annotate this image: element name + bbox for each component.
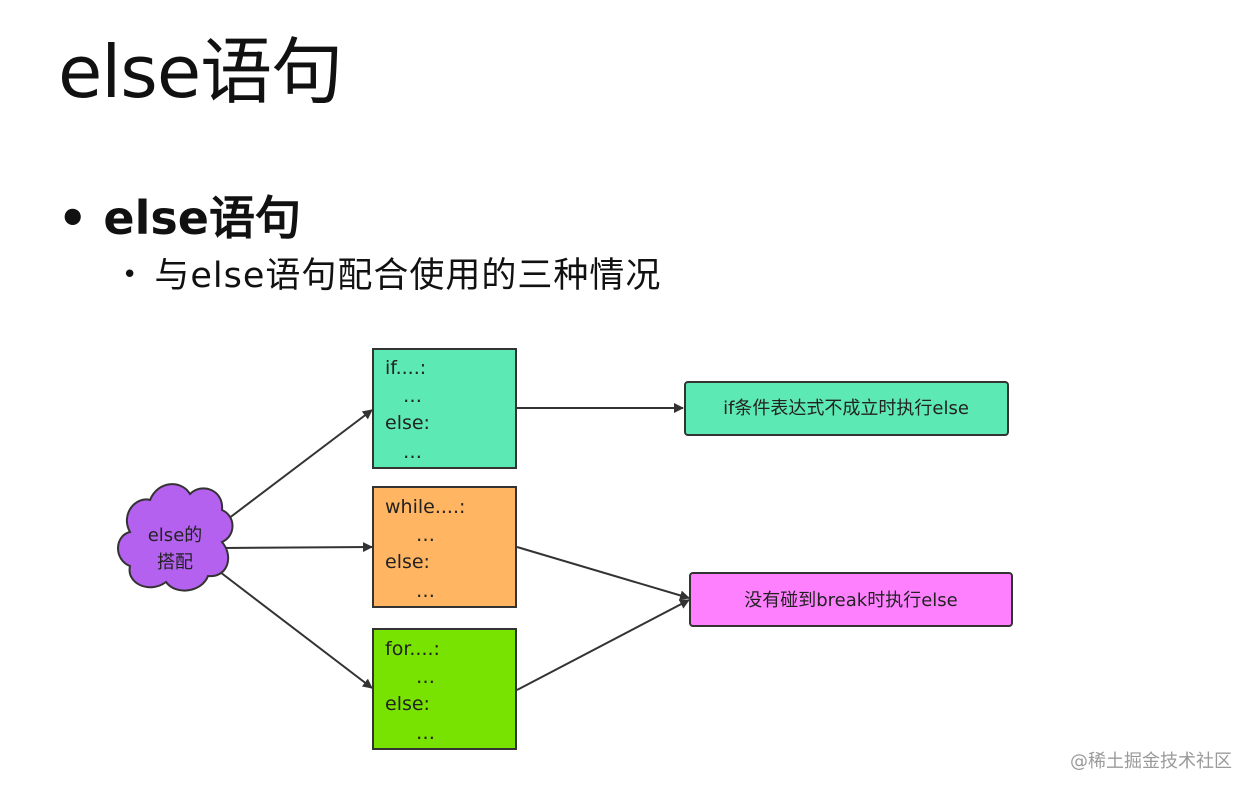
arrow-to-while-box xyxy=(221,542,373,553)
arrow-to-if-box xyxy=(219,409,373,526)
while-box-line-4: … xyxy=(416,580,435,602)
while-box-line-3: else: xyxy=(385,551,430,573)
arrow-while-to-result xyxy=(516,546,690,601)
for-box-line-3: else: xyxy=(385,693,430,715)
for-box-line-1: for....: xyxy=(385,638,440,660)
for-code-box: for....: … else: … xyxy=(372,628,517,750)
cloud-line-1: else的 xyxy=(148,525,203,546)
bullet-level-2-text: 与else语句配合使用的三种情况 xyxy=(154,256,662,296)
bullet-dot-icon: • xyxy=(122,260,139,290)
while-code-box: while....: … else: … xyxy=(372,486,517,608)
bullet-level-1-text: else语句 xyxy=(103,191,301,245)
for-box-line-4: … xyxy=(416,722,435,744)
loop-result-text: 没有碰到break时执行else xyxy=(744,590,958,611)
bullet-level-2: • 与else语句配合使用的三种情况 xyxy=(122,252,661,299)
else-match-cloud: else的 搭配 xyxy=(117,483,234,592)
bullet-dot-icon: • xyxy=(58,191,88,245)
if-box-line-4: … xyxy=(403,441,422,463)
cloud-line-2: 搭配 xyxy=(157,552,193,573)
arrow-for-to-result xyxy=(516,599,690,691)
if-result-text: if条件表达式不成立时执行else xyxy=(723,398,969,419)
arrow-to-for-box xyxy=(219,571,373,689)
if-code-box: if....: … else: … xyxy=(372,348,517,469)
while-box-line-1: while....: xyxy=(385,496,465,518)
for-box-line-2: … xyxy=(416,666,435,688)
if-box-line-1: if....: xyxy=(385,357,426,379)
slide-title: else语句 xyxy=(58,30,343,114)
if-box-line-2: … xyxy=(403,385,422,407)
loop-result-box: 没有碰到break时执行else xyxy=(689,572,1013,627)
while-box-line-2: … xyxy=(416,524,435,546)
bullet-level-1: • else语句 xyxy=(58,190,301,246)
watermark: @稀土掘金技术社区 xyxy=(1070,751,1232,772)
if-result-box: if条件表达式不成立时执行else xyxy=(684,381,1009,436)
if-box-line-3: else: xyxy=(385,412,430,434)
